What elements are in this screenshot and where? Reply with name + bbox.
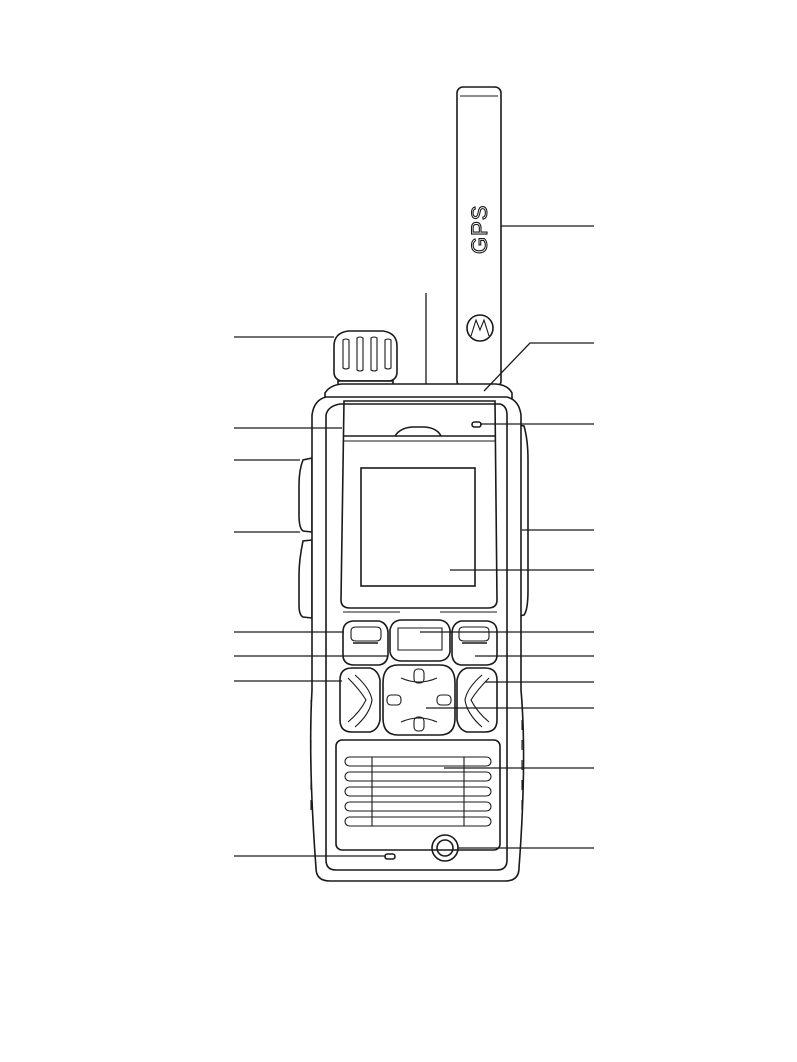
side-button-lower <box>298 539 313 619</box>
gps-label: GPS <box>467 205 492 254</box>
face-plate <box>325 403 508 871</box>
display-housing <box>340 400 498 609</box>
motorola-logo <box>466 314 494 342</box>
microphone <box>384 853 396 860</box>
soft-key-left <box>342 620 389 666</box>
send-key <box>339 667 381 733</box>
led-indicator <box>471 421 482 428</box>
soft-key-center <box>389 619 451 662</box>
gps-antenna: GPS <box>450 86 508 399</box>
radio-body <box>309 396 525 882</box>
speaker-grille <box>335 739 501 851</box>
callout-lines <box>234 225 594 857</box>
soft-key-right <box>451 620 498 666</box>
keypad <box>339 611 498 736</box>
side-button-upper <box>298 457 313 533</box>
rotary-knob <box>333 330 398 390</box>
navigation-key <box>382 664 456 736</box>
display-screen <box>360 467 476 587</box>
end-key <box>456 667 498 733</box>
